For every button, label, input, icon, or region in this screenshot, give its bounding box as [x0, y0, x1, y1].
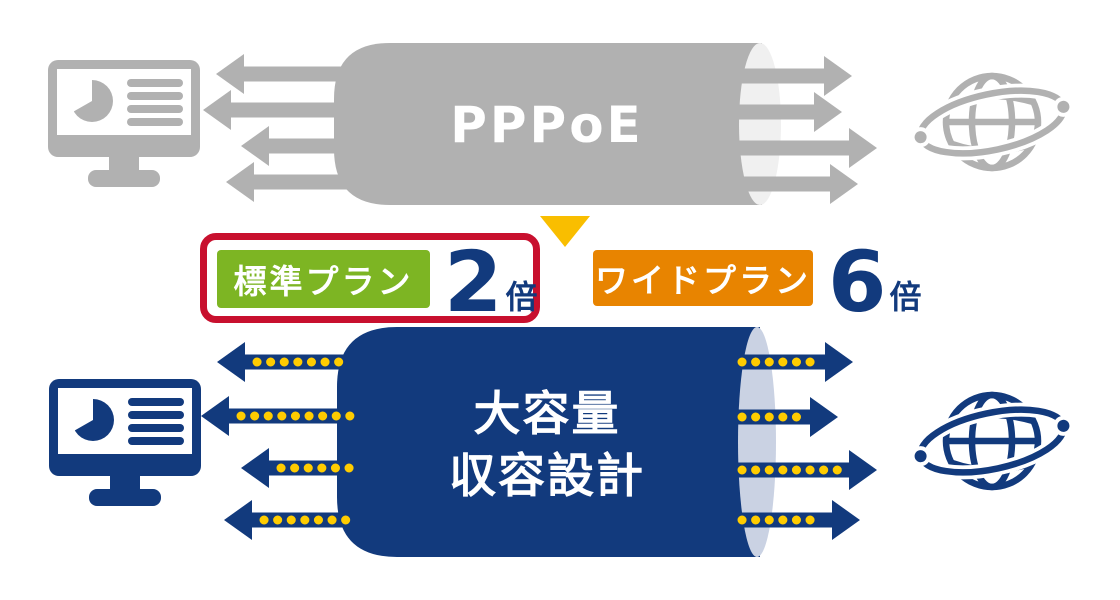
pppoe-arrow-right-3: [728, 128, 877, 168]
capacity-pipe-label: 大容量 収容設計: [337, 384, 757, 508]
orbit-ring: [910, 83, 1074, 161]
pc-monitor-icon-gray: [48, 60, 200, 187]
wide-plan-badge: ワイドプラン: [593, 250, 813, 306]
pppoe-pipe-label: PPPoE: [450, 96, 644, 154]
capacity-arrows-left: [201, 342, 370, 540]
down-triangle-icon: [540, 216, 590, 247]
capacity-arrows-right: [733, 342, 877, 540]
pppoe-arrow-right-1: [728, 56, 852, 96]
pc-monitor-icon-navy: [49, 379, 201, 506]
capacity-pipe-label-line2: 収容設計: [449, 449, 645, 504]
capacity-pipe: [337, 327, 776, 557]
pppoe-arrow-left-1: [216, 54, 365, 94]
pppoe-arrow-left-4: [226, 162, 365, 202]
flow-dots: [236, 357, 357, 525]
wide-plan-multiplier-unit: 倍: [889, 278, 922, 316]
pppoe-arrow-right-4: [728, 164, 858, 204]
standard-plan-multiplier: 2 倍: [444, 233, 538, 331]
capacity-pipe-end: [738, 327, 776, 557]
wide-plan-multiplier-number: 6: [828, 233, 887, 331]
capacity-arrow-right-3: [733, 450, 877, 490]
wide-plan-multiplier: 6 倍: [828, 233, 922, 331]
standard-plan-multiplier-unit: 倍: [505, 278, 538, 316]
capacity-pipe-label-line1: 大容量: [473, 387, 621, 442]
globe-icon-navy: [910, 391, 1074, 491]
standard-plan-multiplier-number: 2: [444, 233, 503, 331]
standard-plan-badge: 標準プラン: [217, 250, 430, 308]
pppoe-arrows-left: [203, 54, 365, 202]
capacity-arrow-left-4: [224, 500, 370, 540]
pppoe-arrows-right: [728, 56, 877, 204]
pppoe-arrow-right-2: [728, 92, 842, 132]
pppoe-arrow-left-3: [241, 126, 365, 166]
pppoe-arrow-left-2: [203, 90, 365, 130]
globe-icon-gray: [910, 72, 1074, 172]
flow-dots: [737, 357, 844, 525]
orbit-ring: [910, 402, 1074, 480]
